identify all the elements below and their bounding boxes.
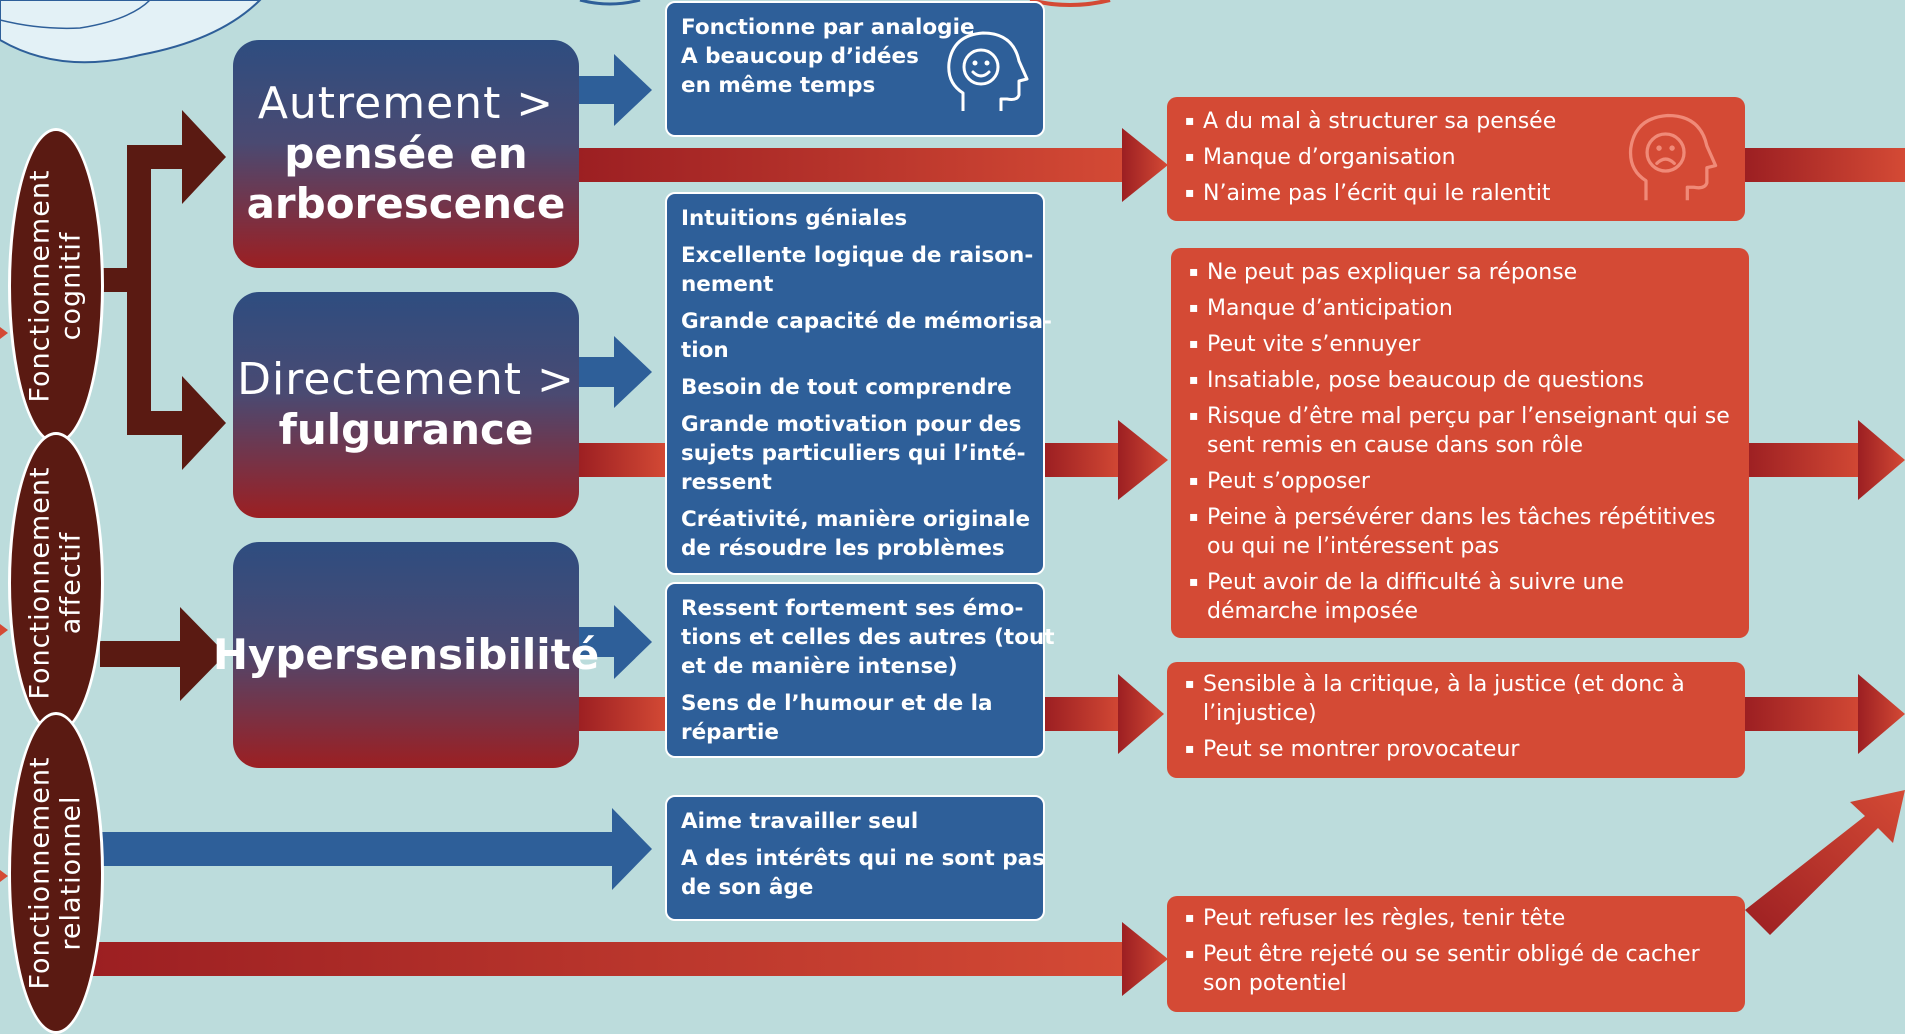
difficulty-item: Insatiable, pose beaucoup de questions — [1189, 366, 1733, 395]
category-tree-light: Autrement > — [257, 78, 555, 129]
left-edge-tick — [0, 624, 8, 636]
category-direct-bold: fulgurance — [278, 405, 534, 454]
difficulty-item: Peut vite s’ennuyer — [1189, 330, 1733, 359]
strength-arrows — [100, 54, 652, 890]
strengths-relational-list: Aime travailler seul A des intérêts qui n… — [681, 807, 1045, 902]
strength-item: Créativité, manière originale de résoudr… — [681, 507, 1031, 561]
difficulties-relational-list: Peut refuser les règles, tenir têtePeut … — [1185, 904, 1729, 998]
strength-item: A des intérêts qui ne sont pas de son âg… — [681, 846, 1045, 900]
happy-head-icon — [947, 31, 1029, 111]
strength-item: Grande motivation pour des sujets partic… — [681, 412, 1026, 495]
top-cloud-shape — [0, 0, 262, 64]
category-hypersensitivity: Hypersensibilité — [213, 542, 599, 768]
strength-item: Besoin de tout comprendre — [681, 375, 1012, 400]
function-label-relational: Fonctionnement relationnel — [25, 756, 88, 990]
difficulty-item: Ne peut pas expliquer sa réponse — [1189, 258, 1733, 287]
strengths-relational-box: Aime travailler seul A des intérêts qui n… — [665, 795, 1045, 921]
strengths-tree-list: Fonctionne par analogie A beaucoup d’idé… — [681, 13, 1029, 100]
strength-item: Fonctionne par analogie A beaucoup d’idé… — [681, 15, 975, 98]
strength-item: Aime travailler seul — [681, 809, 919, 834]
function-oval-relational: Fonctionnement relationnel — [8, 712, 104, 1034]
function-oval-cognitive: Fonctionnement cognitif — [8, 128, 104, 444]
left-edge-tick — [0, 870, 8, 882]
strength-item: Intuitions géniales — [681, 206, 908, 231]
cognitive-branch-arrows — [100, 110, 226, 470]
strength-item: Excellente logique de raison- nement — [681, 243, 1034, 297]
strength-item: Ressent fortement ses émo- tions et cell… — [681, 596, 1055, 679]
difficulties-hyper-list: Sensible à la critique, à la justice (et… — [1185, 670, 1729, 764]
difficulties-tree-list: A du mal à structurer sa penséeManque d’… — [1185, 107, 1729, 208]
category-tree-thinking: Autrement > pensée en arborescence — [233, 40, 579, 268]
difficulty-item: Manque d’anticipation — [1189, 294, 1733, 323]
difficulty-item: Sensible à la critique, à la justice (et… — [1185, 670, 1729, 728]
strengths-hyper-box: Ressent fortement ses émo- tions et cell… — [665, 582, 1055, 758]
difficulty-item: Peut s’opposer — [1189, 467, 1733, 496]
difficulty-item: Risque d’être mal perçu par l’enseignant… — [1189, 402, 1733, 460]
category-tree-bold: pensée en arborescence — [246, 129, 566, 228]
difficulties-hyper-box: Sensible à la critique, à la justice (et… — [1167, 662, 1745, 778]
top-cloud-line — [0, 0, 151, 30]
strengths-tree-box: Fonctionne par analogie A beaucoup d’idé… — [665, 1, 1045, 137]
difficulty-item: A du mal à structurer sa pensée — [1185, 107, 1729, 136]
top-blue-arc — [579, 0, 641, 6]
function-oval-affective: Fonctionnement affectif — [8, 432, 104, 734]
difficulty-item: Peut avoir de la difficulté à suivre une… — [1189, 568, 1733, 626]
difficulty-item: Peut être rejeté ou se sentir obligé de … — [1185, 940, 1729, 998]
exit-arrows — [1745, 148, 1905, 754]
difficulties-relational-box: Peut refuser les règles, tenir têtePeut … — [1167, 896, 1745, 1012]
difficulties-tree-box: A du mal à structurer sa penséeManque d’… — [1167, 97, 1745, 221]
category-hyper-bold: Hypersensibilité — [212, 630, 600, 679]
affective-branch-arrow — [100, 607, 226, 701]
difficulty-item: Peut refuser les règles, tenir tête — [1185, 904, 1729, 933]
left-edge-tick — [0, 327, 8, 339]
sad-head-icon — [1628, 113, 1718, 201]
difficulty-item: N’aime pas l’écrit qui le ralentit — [1185, 179, 1729, 208]
difficulty-item: Peine à persévérer dans les tâches répét… — [1189, 503, 1733, 561]
function-label-affective: Fonctionnement affectif — [25, 466, 88, 700]
category-direct-light: Directement > — [237, 354, 575, 405]
difficulty-item: Manque d’organisation — [1185, 143, 1729, 172]
diagonal-exit-arrow — [1745, 790, 1905, 935]
difficulty-item: Peut se montrer provocateur — [1185, 735, 1729, 764]
difficulties-direct-list: Ne peut pas expliquer sa réponseManque d… — [1189, 258, 1733, 626]
strength-item: Sens de l’humour et de la répartie — [681, 691, 993, 745]
difficulties-direct-box: Ne peut pas expliquer sa réponseManque d… — [1171, 248, 1749, 638]
function-label-cognitive: Fonctionnement cognitif — [25, 169, 88, 403]
strength-item: Grande capacité de mémorisa- tion — [681, 309, 1052, 363]
strengths-hyper-list: Ressent fortement ses émo- tions et cell… — [681, 594, 1055, 747]
category-fulgurance: Directement > fulgurance — [233, 292, 579, 518]
difficulty-arrows — [92, 128, 1168, 996]
